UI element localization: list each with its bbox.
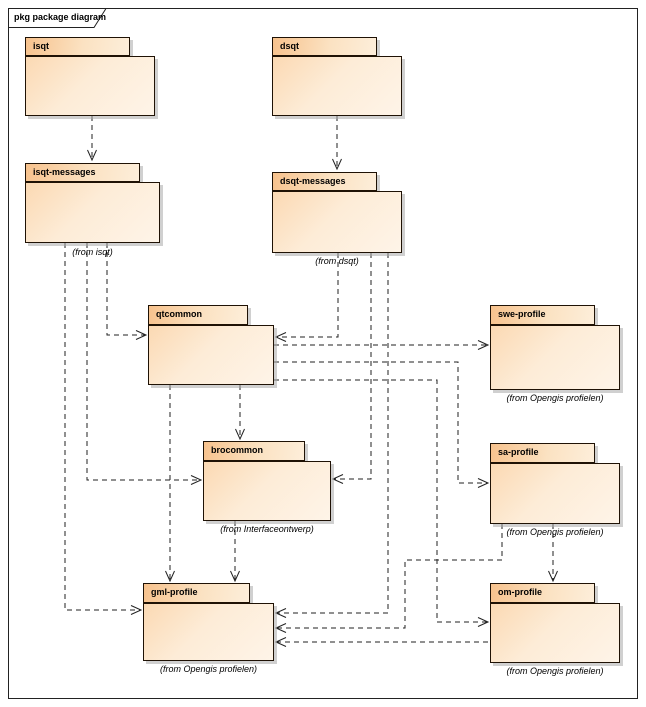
- package-dsqt-label: dsqt: [280, 41, 299, 51]
- package-isqt-tab: isqt: [25, 37, 130, 56]
- dependency-isqt-messages-to-brocommon[interactable]: [86, 243, 203, 485]
- package-dsqt-body: [272, 56, 402, 116]
- package-dsqt-messages-label: dsqt-messages: [280, 176, 346, 186]
- frame-title-tab: [8, 8, 107, 28]
- dependency-isqt-messages-to-gml-profile[interactable]: [64, 243, 143, 615]
- package-isqt-body: [25, 56, 155, 116]
- package-sa-profile-caption: (from Opengis profielen): [506, 527, 604, 537]
- package-gml-profile-body: [143, 603, 274, 661]
- frame-title: pkg package diagram: [14, 12, 107, 22]
- package-isqt-messages-caption: (from isqt): [72, 247, 113, 257]
- package-isqt-messages-label: isqt-messages: [33, 167, 96, 177]
- dependency-sa-profile-to-gml-profile[interactable]: [274, 524, 503, 633]
- frame-border: [8, 8, 638, 699]
- package-gml-profile-tab: gml-profile: [143, 583, 250, 603]
- package-brocommon-tab: brocommon: [203, 441, 305, 461]
- package-dsqt-messages-tab: dsqt-messages: [272, 172, 377, 191]
- package-dsqt-tab: dsqt: [272, 37, 377, 56]
- dependency-qtcommon-to-om-profile[interactable]: [274, 379, 490, 627]
- package-brocommon-caption: (from Interfaceontwerp): [220, 524, 314, 534]
- package-om-profile-label: om-profile: [498, 587, 542, 597]
- package-dsqt-messages-caption: (from dsqt): [315, 256, 359, 266]
- package-brocommon-label: brocommon: [211, 445, 264, 455]
- package-sa-profile-label: sa-profile: [498, 447, 539, 457]
- package-swe-profile-tab: swe-profile: [490, 305, 595, 325]
- package-swe-profile-caption: (from Opengis profielen): [506, 393, 604, 403]
- dependency-isqt-messages-to-qtcommon[interactable]: [106, 243, 148, 340]
- package-isqt-label: isqt: [33, 41, 50, 51]
- package-isqt-messages-body: [25, 182, 160, 243]
- dependency-dsqt-messages-to-brocommon[interactable]: [331, 253, 372, 484]
- package-dsqt-messages-body: [272, 191, 402, 253]
- package-om-profile-tab: om-profile: [490, 583, 595, 603]
- package-swe-profile-label: swe-profile: [498, 309, 546, 319]
- dependency-qtcommon-to-sa-profile[interactable]: [274, 361, 490, 488]
- package-brocommon-body: [203, 461, 331, 521]
- package-qtcommon-tab: qtcommon: [148, 305, 248, 325]
- package-gml-profile-caption: (from Opengis profielen): [159, 664, 258, 674]
- package-swe-profile-body: [490, 325, 620, 390]
- dependency-dsqt-messages-to-qtcommon[interactable]: [274, 253, 339, 342]
- package-gml-profile-label: gml-profile: [151, 587, 198, 597]
- package-om-profile-body: [490, 603, 620, 663]
- package-sa-profile-body: [490, 463, 620, 524]
- package-isqt-messages-tab: isqt-messages: [25, 163, 140, 182]
- package-sa-profile-tab: sa-profile: [490, 443, 595, 463]
- package-om-profile-caption: (from Opengis profielen): [506, 666, 604, 676]
- package-qtcommon-body: [148, 325, 274, 385]
- package-qtcommon-label: qtcommon: [156, 309, 202, 319]
- dependency-dsqt-messages-to-gml-profile[interactable]: [274, 253, 389, 618]
